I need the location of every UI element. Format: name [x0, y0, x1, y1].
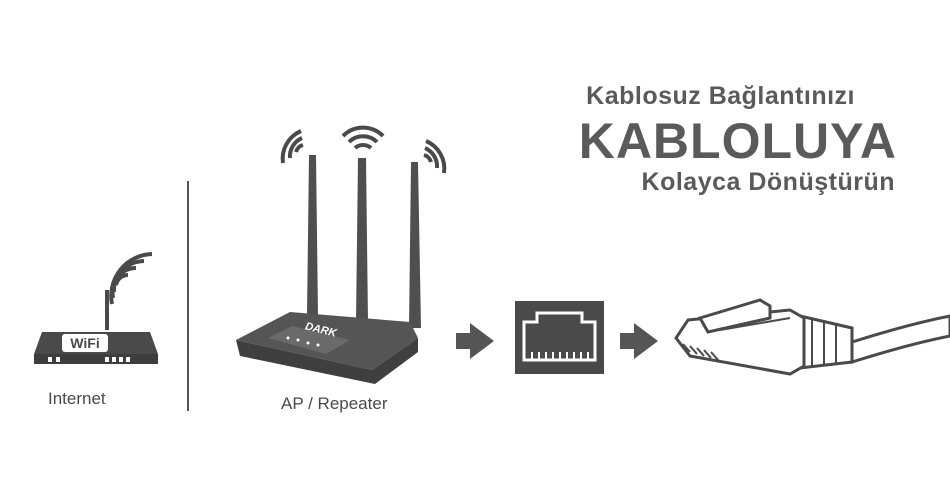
wifi-router-icon: WiFi — [34, 252, 158, 364]
section-divider — [187, 181, 189, 411]
headline-line-2: KABLOLUYA — [578, 113, 897, 169]
wifi-badge-text: WiFi — [70, 335, 99, 351]
internet-label: Internet — [48, 389, 106, 408]
wifi-signal-icon — [109, 252, 153, 305]
wifi-signal-icon — [423, 139, 447, 174]
arrow-right-icon — [456, 323, 494, 359]
headline-line-3: Kolayca Dönüştürün — [641, 168, 895, 196]
ap-router-icon: DARK — [236, 125, 447, 384]
ethernet-cable-icon — [674, 298, 950, 376]
wifi-signal-icon — [280, 129, 304, 164]
arrow-right-icon — [620, 323, 658, 359]
ethernet-port-icon — [515, 301, 604, 374]
headline-line-1: Kablosuz Bağlantınızı — [586, 82, 855, 110]
wifi-signal-icon — [341, 125, 385, 150]
ap-repeater-label: AP / Repeater — [281, 394, 388, 413]
